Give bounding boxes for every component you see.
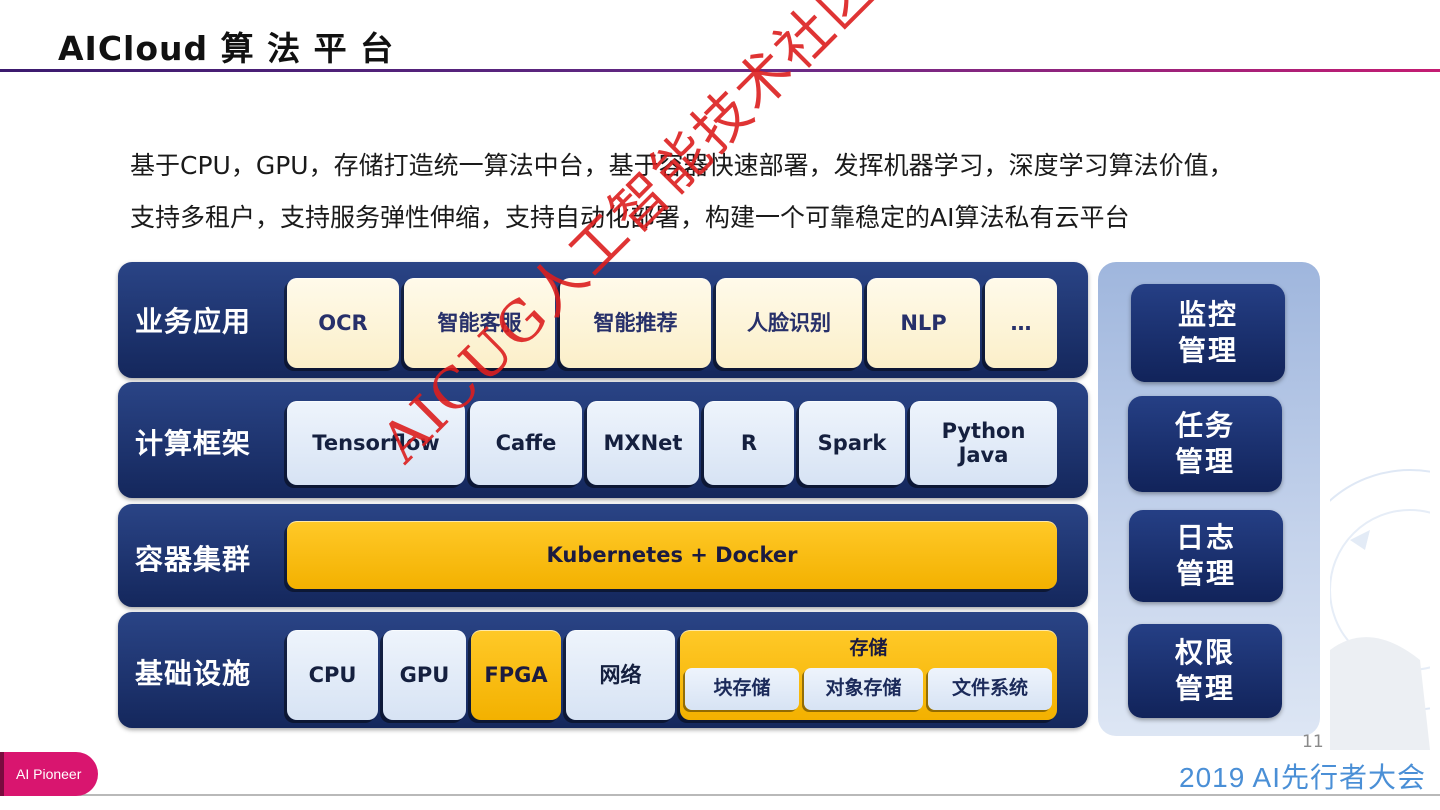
mgmt-monitor-line2: 管理	[1178, 333, 1238, 369]
mgmt-monitor-line1: 监控	[1178, 297, 1238, 333]
fw-spark: Spark	[799, 401, 905, 485]
mgmt-task-line1: 任务	[1175, 408, 1235, 444]
layer-label-business: 业务应用	[135, 300, 251, 340]
app-face-recognition: 人脸识别	[716, 278, 862, 368]
title-divider	[0, 69, 1440, 72]
layer-container: 容器集群 Kubernetes + Docker	[118, 504, 1088, 607]
page-number: 11	[1302, 732, 1324, 752]
layer-business: 业务应用 OCR 智能客服 智能推荐 人脸识别 NLP …	[118, 262, 1088, 378]
mgmt-permission: 权限 管理	[1128, 624, 1282, 718]
app-ocr: OCR	[287, 278, 399, 368]
mgmt-permission-line1: 权限	[1175, 635, 1235, 671]
decor-globe-graphic	[1330, 420, 1430, 750]
fw-mxnet: MXNet	[587, 401, 699, 485]
fw-r: R	[704, 401, 794, 485]
fw-python-java: Python Java	[910, 401, 1057, 485]
fw-tensorflow: Tensorflow	[287, 401, 465, 485]
layer-label-framework: 计算框架	[135, 422, 251, 462]
mgmt-log-line2: 管理	[1176, 556, 1236, 592]
mgmt-permission-line2: 管理	[1175, 671, 1235, 707]
mgmt-task-line2: 管理	[1175, 444, 1235, 480]
layer-label-container: 容器集群	[135, 538, 251, 578]
app-more: …	[985, 278, 1057, 368]
page-title: AICloud 算 法 平 台	[58, 22, 394, 70]
app-smart-cs: 智能客服	[404, 278, 555, 368]
description-line-2: 支持多租户，支持服务弹性伸缩，支持自动化部署，构建一个可靠稳定的AI算法私有云平…	[130, 192, 1350, 244]
infra-cpu: CPU	[287, 630, 378, 720]
mgmt-log: 日志 管理	[1129, 510, 1283, 602]
app-recommend: 智能推荐	[560, 278, 711, 368]
conference-logo: 2019 AI先行者大会	[1179, 756, 1426, 796]
infra-storage: 存储 块存储 对象存储 文件系统	[680, 630, 1057, 720]
layer-label-infra: 基础设施	[135, 652, 251, 692]
fw-caffe: Caffe	[470, 401, 582, 485]
app-nlp: NLP	[867, 278, 980, 368]
management-panel: 监控 管理 任务 管理 日志 管理 权限 管理	[1098, 262, 1320, 736]
description: 基于CPU，GPU，存储打造统一算法中台，基于容器快速部署，发挥机器学习，深度学…	[130, 140, 1350, 244]
mgmt-task: 任务 管理	[1128, 396, 1282, 492]
infra-fpga: FPGA	[471, 630, 561, 720]
badge-accent	[0, 752, 4, 796]
ai-pioneer-badge: AI Pioneer	[0, 752, 98, 796]
storage-block: 块存储	[685, 668, 799, 710]
layer-framework: 计算框架 Tensorflow Caffe MXNet R Spark Pyth…	[118, 382, 1088, 498]
mgmt-monitor: 监控 管理	[1131, 284, 1285, 382]
mgmt-log-line1: 日志	[1176, 520, 1236, 556]
storage-label: 存储	[680, 638, 1057, 660]
description-line-1: 基于CPU，GPU，存储打造统一算法中台，基于容器快速部署，发挥机器学习，深度学…	[130, 140, 1350, 192]
k8s-docker: Kubernetes + Docker	[287, 521, 1057, 589]
infra-gpu: GPU	[383, 630, 466, 720]
storage-object: 对象存储	[804, 668, 923, 710]
infra-network: 网络	[566, 630, 675, 720]
storage-file: 文件系统	[928, 668, 1052, 710]
layer-infra: 基础设施 CPU GPU FPGA 网络 存储 块存储 对象存储 文件系统	[118, 612, 1088, 728]
